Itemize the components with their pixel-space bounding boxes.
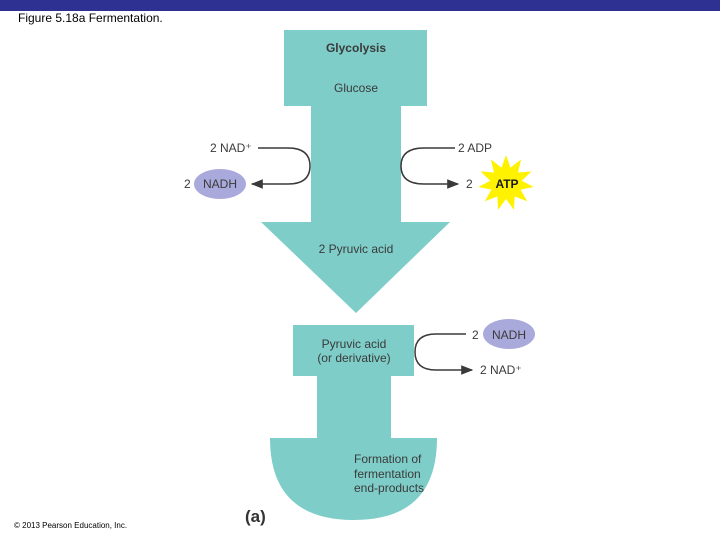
end-products-line-2: fermentation [354,467,421,481]
atp-coefficient: 2 [466,177,473,191]
pyruvic-acid-input-label: Pyruvic acid [322,337,387,351]
end-products-line-1: Formation of [354,452,422,466]
nadh-to-nad-arrow [414,333,474,375]
atp-label: ATP [495,177,518,191]
fermentation-nadh-oval [483,319,535,349]
fermentation-flow-arrow [270,325,437,520]
adp-to-atp-arrow [400,147,460,189]
left-nadh-oval [194,169,246,199]
glucose-label: Glucose [334,81,378,95]
copyright-notice: © 2013 Pearson Education, Inc. [14,521,128,530]
glycolysis-flow-arrow [261,30,450,313]
pyruvic-acid-output-label: 2 Pyruvic acid [319,242,394,256]
left-nadh-coefficient: 2 [184,177,191,191]
glycolysis-title: Glycolysis [326,41,386,55]
panel-label: (a) [245,507,266,526]
left-nadh-label: NADH [203,177,237,191]
or-derivative-label: (or derivative) [317,351,390,365]
figure-title: Figure 5.18a Fermentation. [18,11,163,25]
adp-label: 2 ADP [458,141,492,155]
atp-star-burst [478,155,534,210]
regenerated-nad-plus-label: 2 NAD⁺ [480,363,522,377]
end-products-line-3: end-products [354,481,424,495]
fermentation-nadh-label: NADH [492,328,526,342]
header-bar [0,0,720,11]
fermentation-nadh-coefficient: 2 [472,328,479,342]
nad-to-nadh-arrow [250,147,311,189]
left-nad-plus-label: 2 NAD⁺ [210,141,252,155]
